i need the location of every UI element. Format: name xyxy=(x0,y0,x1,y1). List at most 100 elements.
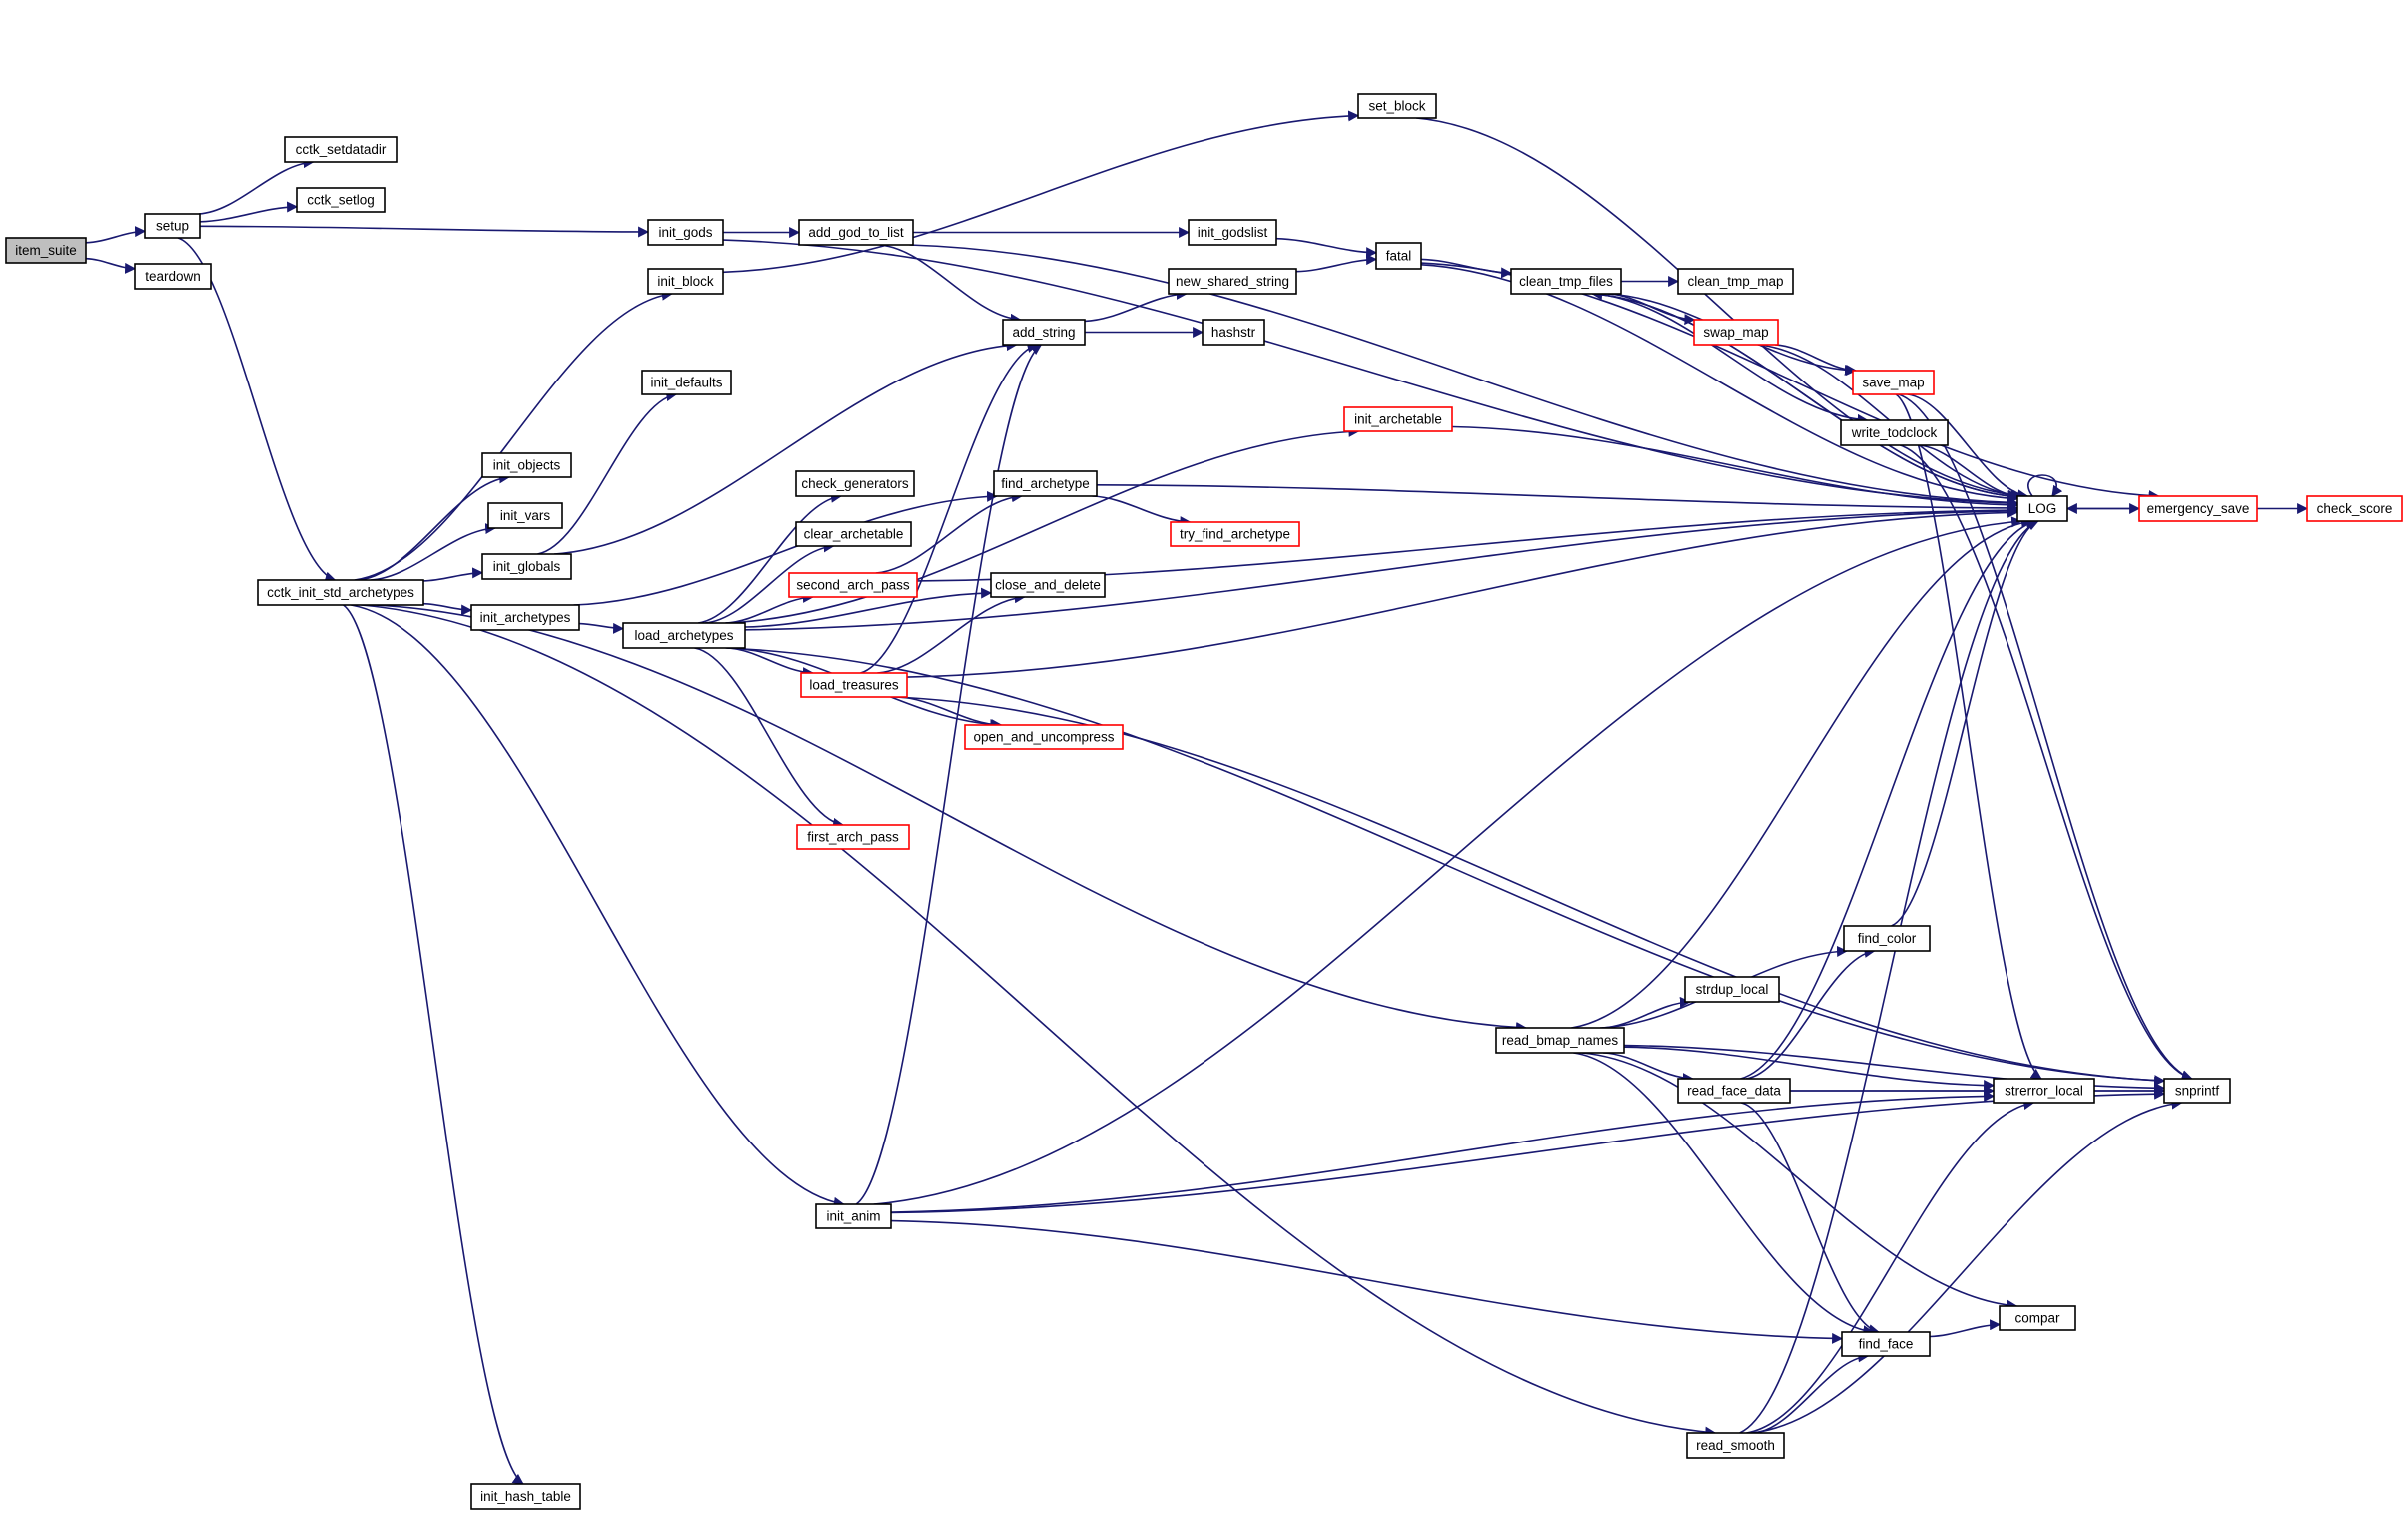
node-init_archetable[interactable]: init_archetable xyxy=(1343,406,1453,432)
node-box[interactable] xyxy=(1843,925,1931,952)
node-box[interactable] xyxy=(798,219,914,246)
node-box[interactable] xyxy=(1002,319,1086,346)
node-box[interactable] xyxy=(1999,1305,2076,1331)
node-load_treasures[interactable]: load_treasures xyxy=(800,672,908,698)
node-box[interactable] xyxy=(993,470,1098,497)
node-box[interactable] xyxy=(1677,1078,1791,1104)
node-box[interactable] xyxy=(788,572,918,598)
node-box[interactable] xyxy=(2163,1078,2231,1104)
node-box[interactable] xyxy=(487,502,563,529)
node-new_shared_string[interactable]: new_shared_string xyxy=(1168,268,1297,295)
node-box[interactable] xyxy=(622,622,746,649)
node-box[interactable] xyxy=(990,572,1106,598)
node-box[interactable] xyxy=(795,470,915,497)
node-cctk_setdatadir[interactable]: cctk_setdatadir xyxy=(284,136,398,163)
node-clear_archetable[interactable]: clear_archetable xyxy=(795,521,912,547)
node-read_bmap_names[interactable]: read_bmap_names xyxy=(1495,1027,1625,1054)
node-strdup_local[interactable]: strdup_local xyxy=(1684,976,1780,1003)
node-box[interactable] xyxy=(1202,319,1265,346)
node-box[interactable] xyxy=(1375,242,1422,270)
node-check_score[interactable]: check_score xyxy=(2306,495,2403,522)
node-find_archetype[interactable]: find_archetype xyxy=(993,470,1098,497)
node-find_face[interactable]: find_face xyxy=(1841,1331,1931,1357)
node-try_find_archetype[interactable]: try_find_archetype xyxy=(1170,521,1300,547)
node-open_and_uncompress[interactable]: open_and_uncompress xyxy=(964,724,1124,750)
node-box[interactable] xyxy=(144,213,201,239)
node-emergency_save[interactable]: emergency_save xyxy=(2138,495,2258,522)
node-box[interactable] xyxy=(1841,1331,1931,1357)
node-box[interactable] xyxy=(470,1483,581,1510)
node-clean_tmp_map[interactable]: clean_tmp_map xyxy=(1677,268,1794,295)
node-box[interactable] xyxy=(1495,1027,1625,1054)
node-init_anim[interactable]: init_anim xyxy=(815,1203,892,1229)
node-add_god_to_list[interactable]: add_god_to_list xyxy=(798,219,914,246)
node-init_gods[interactable]: init_gods xyxy=(647,219,724,246)
node-set_block[interactable]: set_block xyxy=(1357,93,1437,119)
node-box[interactable] xyxy=(795,521,912,547)
node-first_arch_pass[interactable]: first_arch_pass xyxy=(796,824,910,850)
node-box[interactable] xyxy=(1840,419,1949,446)
node-snprintf[interactable]: snprintf xyxy=(2163,1078,2231,1104)
node-box[interactable] xyxy=(796,824,910,850)
node-box[interactable] xyxy=(2016,495,2068,522)
node-write_todclock[interactable]: write_todclock xyxy=(1840,419,1949,446)
node-clean_tmp_files[interactable]: clean_tmp_files xyxy=(1510,268,1622,295)
node-box[interactable] xyxy=(964,724,1124,750)
node-compar[interactable]: compar xyxy=(1999,1305,2076,1331)
node-init_hash_table[interactable]: init_hash_table xyxy=(470,1483,581,1510)
node-box[interactable] xyxy=(296,187,386,213)
node-box[interactable] xyxy=(1693,319,1779,346)
node-box[interactable] xyxy=(1510,268,1622,295)
node-init_vars[interactable]: init_vars xyxy=(487,502,563,529)
node-init_defaults[interactable]: init_defaults xyxy=(641,370,732,395)
node-box[interactable] xyxy=(1188,219,1277,246)
node-cctk_setlog[interactable]: cctk_setlog xyxy=(296,187,386,213)
node-fatal[interactable]: fatal xyxy=(1375,242,1422,270)
node-box[interactable] xyxy=(257,579,424,606)
node-box[interactable] xyxy=(1852,370,1935,395)
node-box[interactable] xyxy=(1170,521,1300,547)
node-init_objects[interactable]: init_objects xyxy=(481,452,572,478)
node-box[interactable] xyxy=(1686,1432,1785,1459)
node-LOG[interactable]: LOG xyxy=(2016,495,2068,522)
node-second_arch_pass[interactable]: second_arch_pass xyxy=(788,572,918,598)
node-box[interactable] xyxy=(800,672,908,698)
node-box[interactable] xyxy=(815,1203,892,1229)
node-check_generators[interactable]: check_generators xyxy=(795,470,915,497)
node-box[interactable] xyxy=(1684,976,1780,1003)
node-init_block[interactable]: init_block xyxy=(647,268,724,295)
node-setup[interactable]: setup xyxy=(144,213,201,239)
node-init_archetypes[interactable]: init_archetypes xyxy=(470,604,580,631)
node-box[interactable] xyxy=(134,263,212,290)
node-teardown[interactable]: teardown xyxy=(134,263,212,290)
node-find_color[interactable]: find_color xyxy=(1843,925,1931,952)
node-box[interactable] xyxy=(1343,406,1453,432)
node-close_and_delete[interactable]: close_and_delete xyxy=(990,572,1106,598)
node-box[interactable] xyxy=(1677,268,1794,295)
node-box[interactable] xyxy=(481,553,572,580)
node-box[interactable] xyxy=(641,370,732,395)
node-box[interactable] xyxy=(470,604,580,631)
node-add_string[interactable]: add_string xyxy=(1002,319,1086,346)
node-box[interactable] xyxy=(1357,93,1437,119)
node-box[interactable] xyxy=(481,452,572,478)
node-box[interactable] xyxy=(2306,495,2403,522)
node-read_face_data[interactable]: read_face_data xyxy=(1677,1078,1791,1104)
node-strerror_local[interactable]: strerror_local xyxy=(1993,1078,2095,1104)
node-cctk_init_std_archetypes[interactable]: cctk_init_std_archetypes xyxy=(257,579,424,606)
node-swap_map[interactable]: swap_map xyxy=(1693,319,1779,346)
node-box[interactable] xyxy=(5,237,87,264)
node-load_archetypes[interactable]: load_archetypes xyxy=(622,622,746,649)
node-hashstr[interactable]: hashstr xyxy=(1202,319,1265,346)
node-box[interactable] xyxy=(284,136,398,163)
node-box[interactable] xyxy=(647,219,724,246)
node-box[interactable] xyxy=(2138,495,2258,522)
node-read_smooth[interactable]: read_smooth xyxy=(1686,1432,1785,1459)
node-item_suite[interactable]: item_suite xyxy=(5,237,87,264)
node-init_globals[interactable]: init_globals xyxy=(481,553,572,580)
node-box[interactable] xyxy=(1993,1078,2095,1104)
node-save_map[interactable]: save_map xyxy=(1852,370,1935,395)
node-init_godslist[interactable]: init_godslist xyxy=(1188,219,1277,246)
node-box[interactable] xyxy=(1168,268,1297,295)
node-box[interactable] xyxy=(647,268,724,295)
